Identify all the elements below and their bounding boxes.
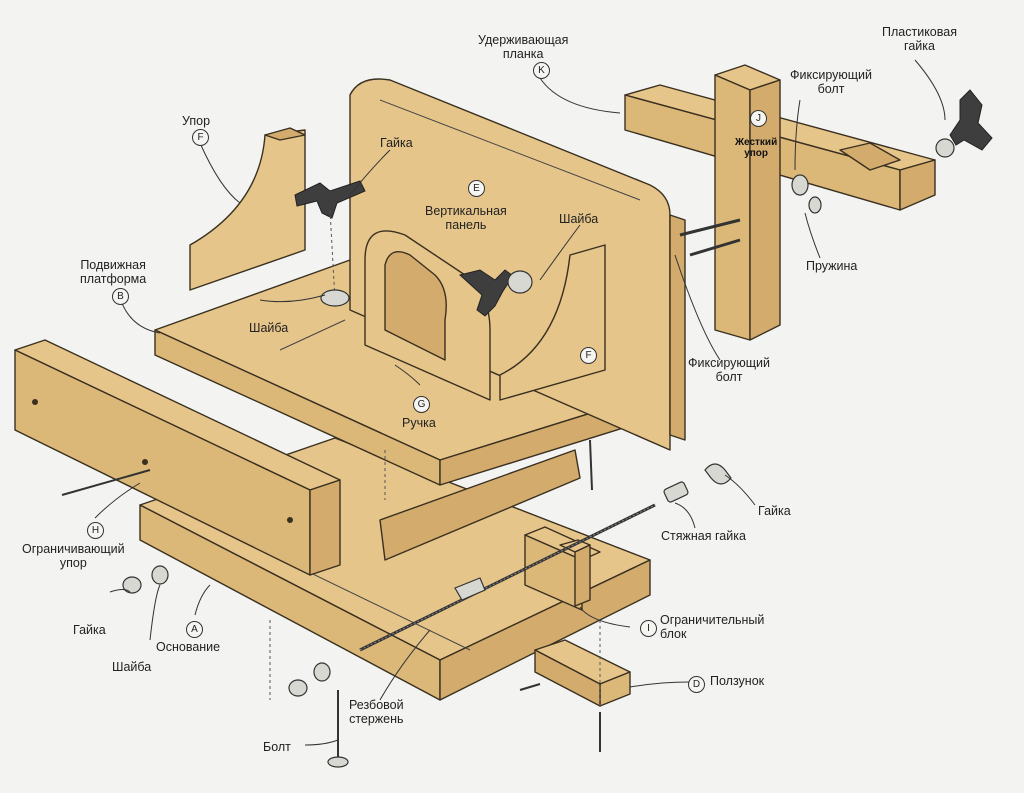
stop-f-left (189, 127, 306, 291)
badge-a: A (186, 621, 203, 638)
label-base: Основание (156, 640, 221, 654)
label-washer-bottom: Шайба (112, 660, 152, 674)
badge-f-top: F (192, 129, 209, 146)
label-plastic-nut: Пластиковая гайка (882, 25, 957, 53)
label-hard-stop: Жесткий упор (735, 137, 778, 159)
threaded-rod (359, 463, 732, 652)
label-washer-left: Шайба (249, 321, 289, 335)
badge-j: J (750, 110, 767, 127)
metal-strip (379, 449, 581, 561)
badge-k: K (533, 62, 550, 79)
badge-e: E (468, 180, 485, 197)
badge-f-mid: F (580, 347, 597, 364)
label-coupling-nut: Стяжная гайка (661, 529, 746, 543)
limiting-stop-board (14, 339, 341, 576)
label-slider: Ползунок (710, 674, 765, 688)
badge-h: H (87, 522, 104, 539)
label-retaining-bar: Удерживающая планка (478, 33, 569, 61)
label-fixing-bolt-top: Фиксирующий болт (790, 68, 873, 96)
badge-d: D (688, 676, 705, 693)
badge-b: B (112, 288, 129, 305)
badge-i: I (640, 620, 657, 637)
label-limiting-stop: Ограничивающий упор (22, 542, 125, 570)
badge-g: G (413, 396, 430, 413)
label-limit-block: Ограничительный блок (660, 613, 765, 641)
handle (364, 230, 491, 401)
label-stop-f: Упор (182, 114, 211, 128)
label-moving-platform: Подвижная платформа (80, 258, 147, 286)
label-handle: Ручка (402, 416, 436, 430)
assembly-guides (269, 450, 601, 710)
label-nut-top: Гайка (380, 136, 413, 150)
label-fixing-bolt-bottom: Фиксирующий болт (688, 356, 771, 384)
stop-f-right (499, 244, 606, 401)
label-vertical-panel: Вертикальная панель (425, 204, 507, 232)
hardware (61, 89, 993, 768)
slider-bar (534, 639, 631, 707)
label-spring: Пружина (806, 259, 858, 273)
label-nut-left: Гайка (73, 623, 106, 637)
label-threaded-rod: Резбовой стержень (349, 698, 404, 726)
label-nut-right: Гайка (758, 504, 791, 518)
label-bolt: Болт (263, 740, 291, 754)
label-washer-right: Шайба (559, 212, 599, 226)
hard-stop-post (714, 64, 781, 341)
